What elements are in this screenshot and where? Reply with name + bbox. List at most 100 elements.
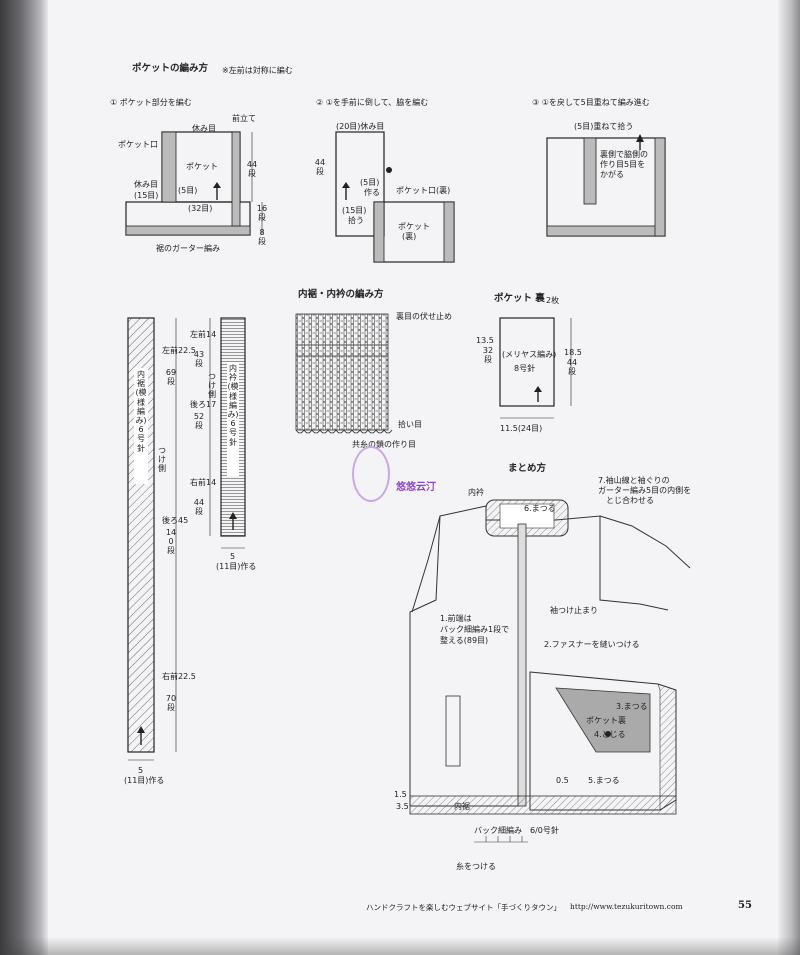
pocket-step3-diagram bbox=[546, 134, 666, 237]
assembly-v35: 3.5 bbox=[396, 802, 409, 811]
vest-assembly-diagram bbox=[409, 499, 691, 843]
assembly-ito: 糸をつける bbox=[456, 862, 496, 871]
collar-bottom1: 5 bbox=[230, 552, 236, 561]
inner-hem-strip bbox=[127, 317, 177, 761]
step3-note2: 作り目5目を bbox=[600, 160, 646, 169]
watermark-logo bbox=[352, 446, 390, 502]
step2-me5: (5目) bbox=[360, 178, 380, 187]
assembly-v05: 0.5 bbox=[556, 776, 569, 785]
hem-tsukegawa: つけ側 bbox=[158, 446, 166, 474]
assembly-step6: 6.まつる bbox=[524, 504, 556, 513]
hem-bottom1: 5 bbox=[138, 766, 144, 775]
uchisuso-fuse: 裏目の伏せ止め bbox=[396, 312, 452, 321]
step1-dan16: 16段 bbox=[256, 204, 268, 223]
step1-yasumi2: 休み目 bbox=[134, 180, 158, 189]
collar-label: 内衿(模様編み)6号針 bbox=[227, 364, 239, 447]
section-title-assembly: まとめ方 bbox=[508, 463, 547, 474]
step2-title: ② ①を手前に倒して、脇を編む bbox=[316, 98, 429, 107]
pocketura-h: 18.5 bbox=[564, 348, 582, 357]
collar-migi-dan: 44段 bbox=[193, 498, 205, 517]
assembly-step7c: とじ合わせる bbox=[606, 496, 654, 505]
pocketura-wdan: 32段 bbox=[482, 346, 494, 365]
page-edge bbox=[778, 0, 800, 955]
collar-hidari: 左前14 bbox=[190, 330, 217, 339]
step2-dan44: 44段 bbox=[314, 158, 326, 177]
assembly-uchisuso: 内裾 bbox=[454, 802, 470, 811]
hem-migi-dan: 70段 bbox=[165, 694, 177, 713]
collar-tsukegawa: つけ側 bbox=[208, 372, 216, 400]
pocket-lining-diagram bbox=[499, 317, 572, 419]
pocketura-needle: 8号針 bbox=[514, 364, 536, 373]
watermark-text: 悠悠云汀 bbox=[396, 482, 436, 493]
pocket-step1-diagram bbox=[125, 131, 263, 236]
hem-ushiro: 後ろ45 bbox=[162, 516, 189, 525]
assembly-v15: 1.5 bbox=[394, 790, 407, 799]
hem-hidari: 左前22.5 bbox=[162, 346, 196, 355]
assembly-step1a: 1.前端は bbox=[440, 614, 472, 623]
assembly-step1b: バック細編み1段で bbox=[440, 625, 510, 634]
step3-note1: 裏側で脇側の bbox=[600, 150, 648, 159]
uchisuso-hirou: 拾い目 bbox=[398, 420, 422, 429]
step1-me32: (32目) bbox=[188, 204, 213, 213]
assembly-step5: 5.まつる bbox=[588, 776, 620, 785]
step1-maetate: 前立て bbox=[232, 114, 256, 123]
step1-pocket: ポケット bbox=[186, 162, 218, 171]
assembly-step4: 4.とじる bbox=[594, 730, 626, 739]
hem-hidari-dan: 69段 bbox=[165, 368, 177, 387]
step1-dan8: 8段 bbox=[258, 228, 266, 247]
page-number: 55 bbox=[738, 900, 752, 911]
assembly-step1c: 整える(89目) bbox=[440, 636, 489, 645]
hem-migi: 右前22.5 bbox=[162, 672, 196, 681]
assembly-back: バック細編み bbox=[474, 826, 522, 835]
pocketura-w: 13.5 bbox=[476, 336, 494, 345]
step3-note3: かがる bbox=[600, 170, 624, 179]
step3-me5: (5目)重ねて拾う bbox=[574, 122, 634, 131]
hem-ushiro-dan: 140段 bbox=[165, 528, 177, 556]
collar-ushiro: 後ろ17 bbox=[190, 400, 217, 409]
section-title-pocketura: ポケット 裏 bbox=[494, 293, 545, 304]
step1-suso: 裾のガーター編み bbox=[156, 244, 220, 253]
page-bottom-shadow bbox=[0, 937, 800, 955]
footer-url[interactable]: http://www.tezukuritown.com bbox=[570, 902, 683, 911]
section-title-uchisuso: 内裾・内衿の編み方 bbox=[298, 289, 384, 300]
section-title-pocket: ポケットの編み方 bbox=[132, 63, 209, 74]
uchisuso-tsukurime: 共糸の鎖の作り目 bbox=[352, 440, 416, 449]
collar-ushiro-dan: 52段 bbox=[193, 412, 205, 431]
pocketura-name: (メリヤス編み) bbox=[502, 350, 557, 359]
step1-title: ① ポケット部分を編む bbox=[110, 98, 192, 107]
step1-dan44: 44段 bbox=[246, 160, 258, 179]
assembly-sodetsuke: 袖つけ止まり bbox=[550, 606, 598, 615]
assembly-step7b: ガーター編み5目の内側を bbox=[598, 486, 692, 495]
collar-bottom2: (11目)作る bbox=[216, 562, 257, 571]
step1-me5: (5目) bbox=[178, 186, 198, 195]
step2-me15: (15目) bbox=[342, 206, 367, 215]
step2-me20: (20目)休み目 bbox=[336, 122, 385, 131]
assembly-pocketura: ポケット裏 bbox=[586, 716, 626, 725]
assembly-step7a: 7.袖山線と袖ぐりの bbox=[598, 476, 670, 485]
collar-hidari-dan: 43段 bbox=[193, 350, 205, 369]
assembly-step2: 2.ファスナーを縫いつける bbox=[544, 640, 640, 649]
step2-guchi: ポケット口(裏) bbox=[396, 186, 451, 195]
step2-ura: (裏) bbox=[402, 232, 417, 241]
step2-pocket: ポケット bbox=[398, 222, 430, 231]
footer-text: ハンドクラフトを楽しむウェブサイト「手づくりタウン」 bbox=[366, 903, 561, 912]
assembly-step3: 3.まつる bbox=[616, 702, 648, 711]
step1-pocketguchi: ポケット口 bbox=[118, 140, 158, 149]
pocket-step2-diagram bbox=[335, 131, 455, 263]
stitch-chart bbox=[295, 313, 393, 434]
pocketura-count: 2枚 bbox=[546, 296, 560, 305]
inner-collar-strip bbox=[209, 317, 246, 549]
hem-bottom2: (11目)作る bbox=[124, 776, 165, 785]
pocketura-bottom: 11.5(24目) bbox=[500, 424, 543, 433]
assembly-uchieri: 内衿 bbox=[468, 488, 484, 497]
pocketura-hdan: 44段 bbox=[566, 358, 578, 377]
assembly-needle: 6/0号針 bbox=[530, 826, 559, 835]
pocket-note: ※左前は対称に編む bbox=[222, 66, 293, 75]
collar-migi: 右前14 bbox=[190, 478, 217, 487]
hem-label: 内裾(模様編み)6号針 bbox=[135, 370, 147, 453]
step2-hirou: 拾う bbox=[348, 216, 364, 225]
step1-me15: (15目) bbox=[134, 191, 159, 200]
step3-title: ③ ①を戻して5目重ねて編み進む bbox=[532, 98, 650, 107]
book-spine-shadow bbox=[0, 0, 48, 955]
